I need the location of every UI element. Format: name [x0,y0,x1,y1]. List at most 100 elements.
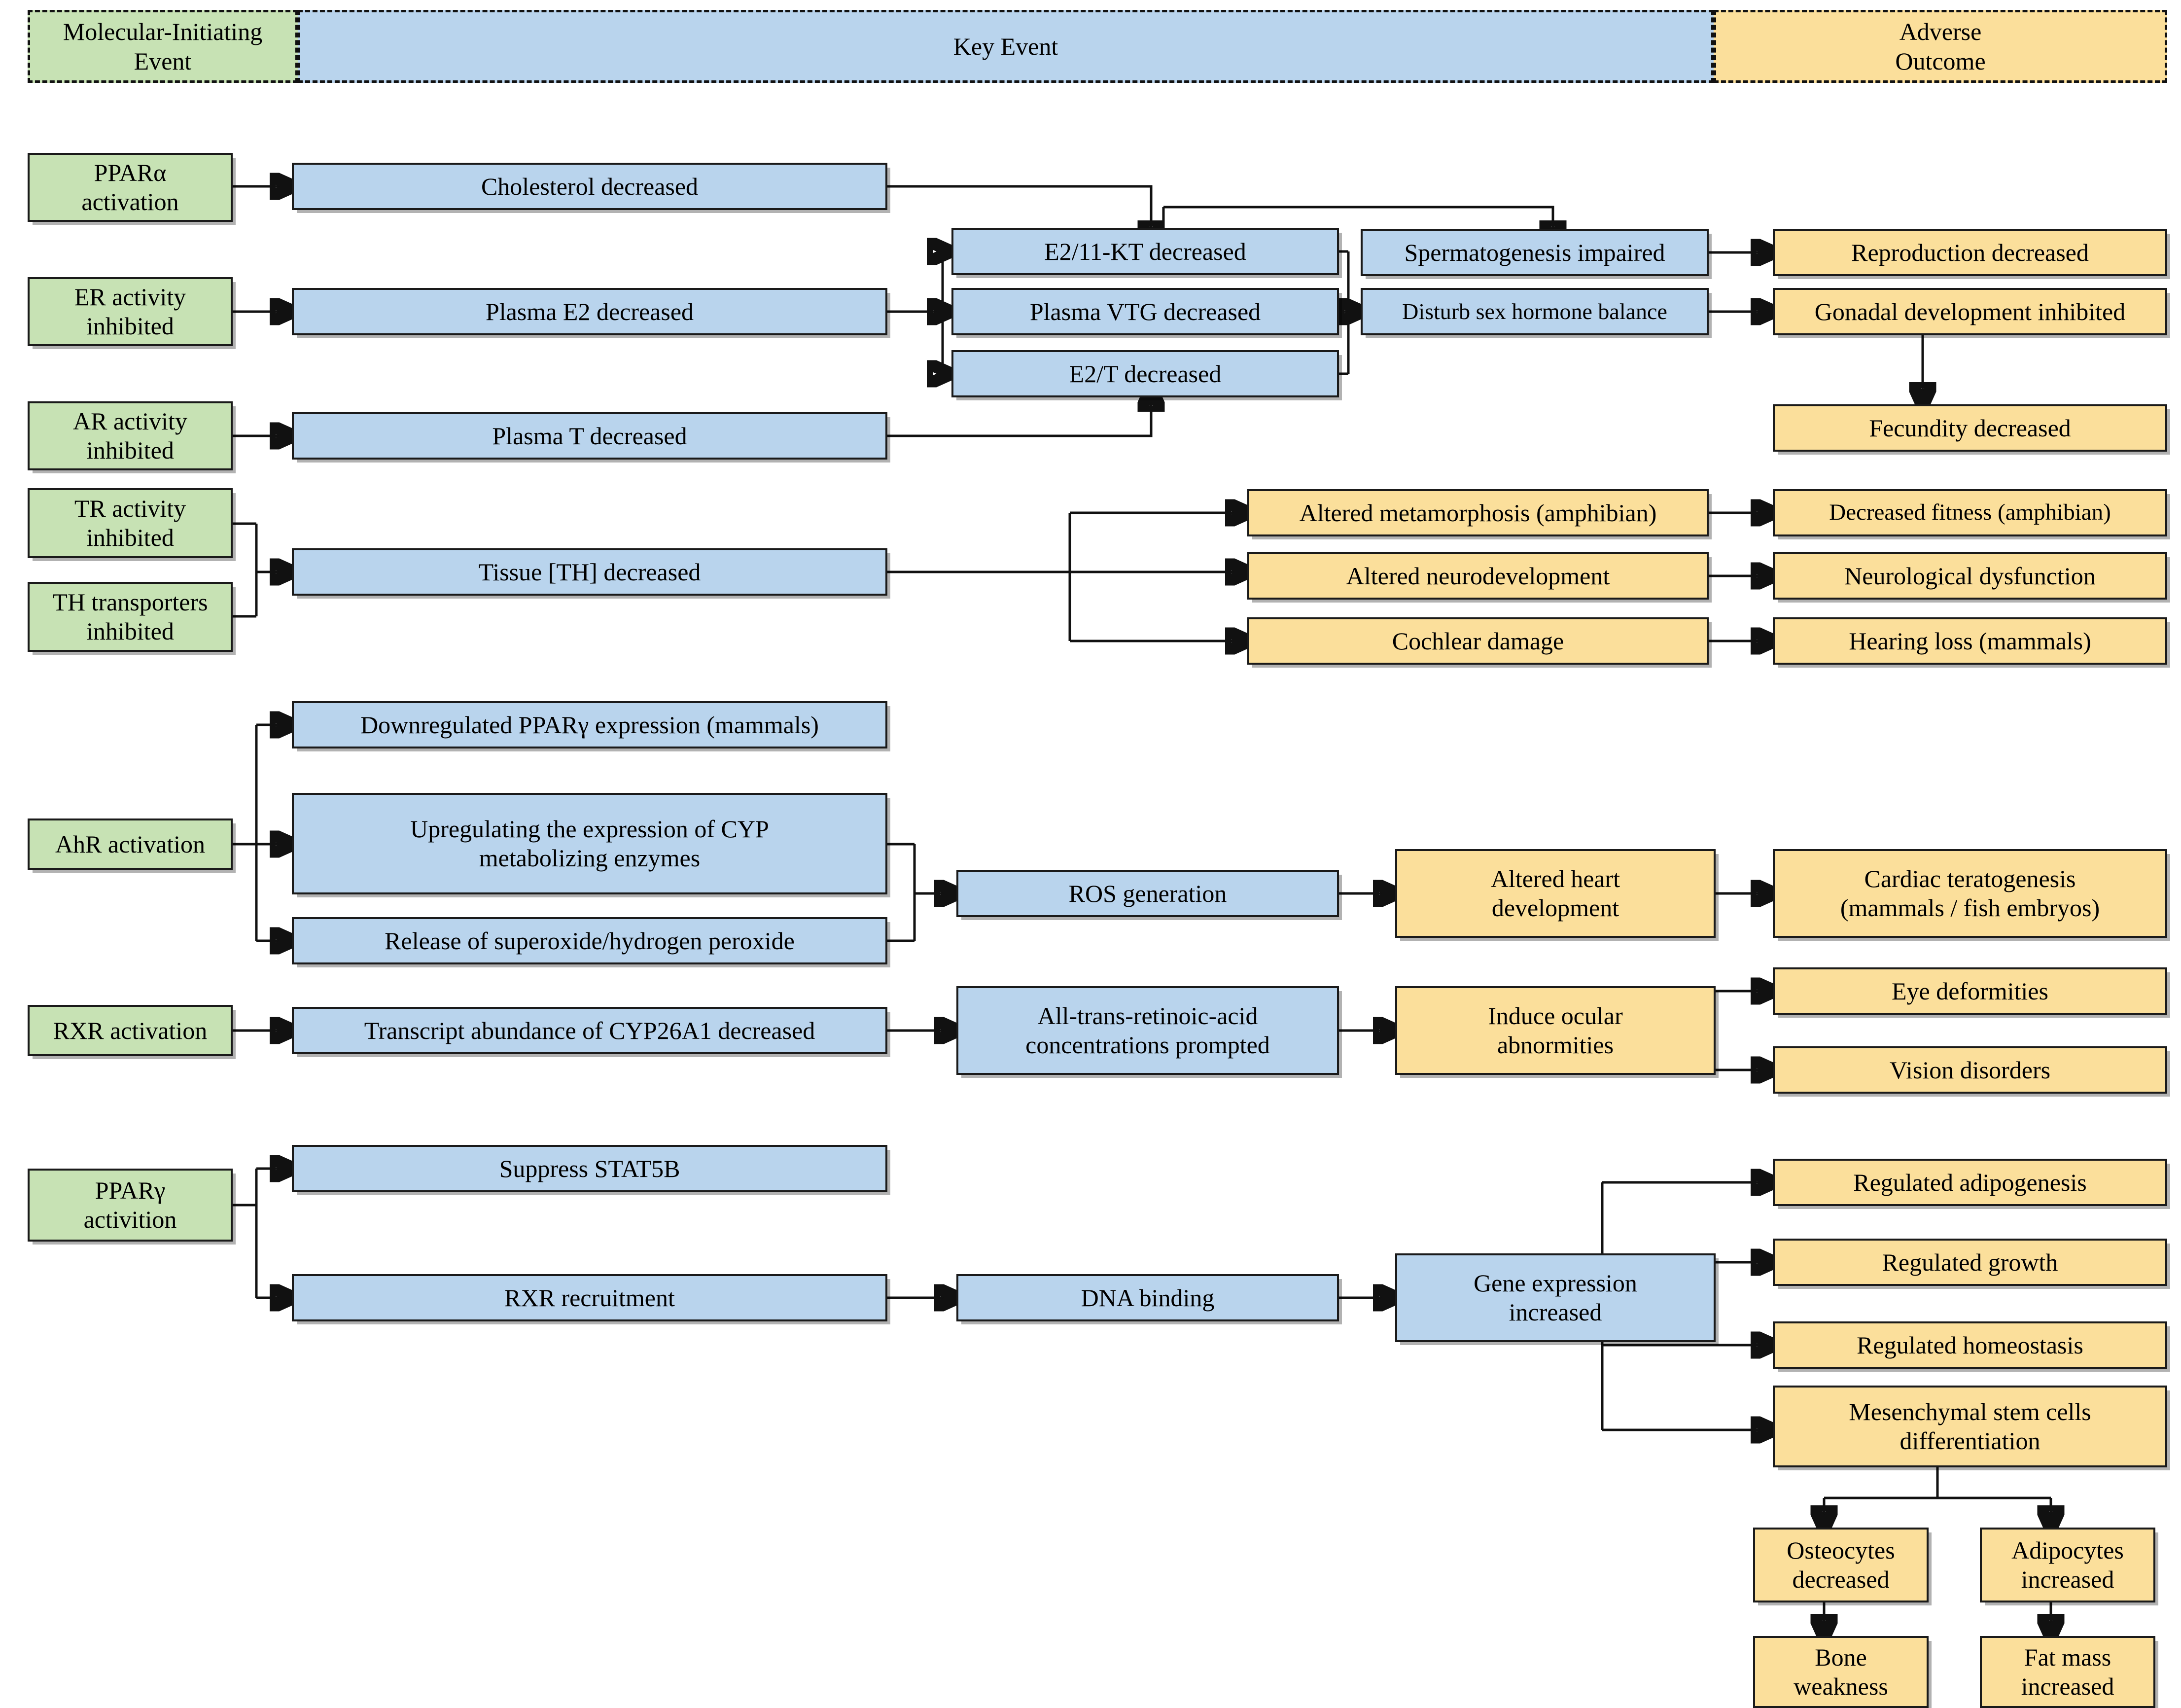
node-label: Plasma E2 decreased [485,297,694,325]
node-label: Spermatogenesis impaired [1404,238,1665,266]
node-label: Plasma T decreased [492,422,687,450]
node-rxr-recruitment[interactable]: RXR recruitment [292,1274,887,1321]
legend-mie-label: Molecular-Initiating Event [63,18,263,75]
node-label: Neurological dysfunction [1844,562,2096,590]
node-label: Reproduction decreased [1851,238,2089,266]
node-label: Induce ocular abnormities [1488,1002,1623,1059]
node-spermatogenesis-impaired[interactable]: Spermatogenesis impaired [1361,229,1709,276]
node-transcript-cyp26a1[interactable]: Transcript abundance of CYP26A1 decrease… [292,1007,887,1054]
node-regulated-homeostasis[interactable]: Regulated homeostasis [1773,1321,2167,1369]
node-th-transporters-inhibited[interactable]: TH transporters inhibited [28,582,233,652]
node-label: ROS generation [1068,879,1227,907]
node-label: Release of superoxide/hydrogen peroxide [385,926,795,955]
node-decreased-fitness[interactable]: Decreased fitness (amphibian) [1773,489,2167,536]
node-e2-t-decreased[interactable]: E2/T decreased [951,350,1339,397]
node-label: Upregulating the expression of CYP metab… [410,815,769,872]
node-label: Regulated homeostasis [1857,1331,2083,1359]
node-label: Gene expression increased [1474,1269,1637,1326]
node-adipocytes-increased[interactable]: Adipocytes increased [1980,1528,2155,1602]
node-er-activity-inhibited[interactable]: ER activity inhibited [28,277,233,346]
node-release-superoxide[interactable]: Release of superoxide/hydrogen peroxide [292,917,887,964]
node-altered-heart-development[interactable]: Altered heart development [1395,849,1716,938]
node-label: DNA binding [1081,1283,1215,1312]
node-eye-deformities[interactable]: Eye deformities [1773,967,2167,1015]
node-plasma-vtg-decreased[interactable]: Plasma VTG decreased [951,288,1339,335]
node-label: E2/11-KT decreased [1044,237,1246,265]
node-label: Mesenchymal stem cells differentiation [1849,1398,2091,1455]
node-label: Fecundity decreased [1869,414,2071,442]
node-label: Transcript abundance of CYP26A1 decrease… [364,1016,815,1044]
node-label: RXR activation [53,1016,208,1044]
node-regulated-adipogenesis[interactable]: Regulated adipogenesis [1773,1159,2167,1206]
node-upregulating-cyp[interactable]: Upregulating the expression of CYP metab… [292,793,887,894]
node-label: Eye deformities [1892,977,2048,1005]
node-label: Suppress STAT5B [499,1154,680,1182]
node-downregulated-pparg-expression[interactable]: Downregulated PPARγ expression (mammals) [292,701,887,748]
node-label: TR activity inhibited [74,495,186,551]
node-label: Downregulated PPARγ expression (mammals) [360,711,819,739]
node-neurological-dysfunction[interactable]: Neurological dysfunction [1773,552,2167,600]
node-label: AR activity inhibited [73,407,187,464]
node-label: AhR activation [55,830,206,858]
node-e2-11kt-decreased[interactable]: E2/11-KT decreased [951,228,1339,275]
node-plasma-t-decreased[interactable]: Plasma T decreased [292,412,887,460]
node-tissue-th-decreased[interactable]: Tissue [TH] decreased [292,548,887,596]
node-ar-activity-inhibited[interactable]: AR activity inhibited [28,401,233,470]
node-label: Disturb sex hormone balance [1402,298,1667,324]
legend-adverse-outcome: Adverse Outcome [1714,10,2167,83]
node-bone-weakness[interactable]: Bone weakness [1753,1636,1929,1708]
node-label: Regulated growth [1882,1248,2058,1276]
node-label: TH transporters inhibited [52,588,208,645]
node-plasma-e2-decreased[interactable]: Plasma E2 decreased [292,288,887,335]
node-osteocytes-decreased[interactable]: Osteocytes decreased [1753,1528,1929,1602]
node-label: ER activity inhibited [74,283,186,340]
node-label: PPARγ activition [83,1176,177,1233]
node-pparg-activition[interactable]: PPARγ activition [28,1169,233,1242]
node-label: Altered heart development [1490,865,1620,922]
node-label: Vision disorders [1889,1056,2051,1084]
node-cardiac-teratogenesis[interactable]: Cardiac teratogenesis (mammals / fish em… [1773,849,2167,938]
node-vision-disorders[interactable]: Vision disorders [1773,1046,2167,1094]
node-regulated-growth[interactable]: Regulated growth [1773,1239,2167,1286]
node-label: PPARα activation [81,159,179,215]
node-hearing-loss[interactable]: Hearing loss (mammals) [1773,617,2167,665]
node-label: Hearing loss (mammals) [1849,627,2091,655]
legend-ke-label: Key Event [953,33,1058,60]
node-label: Adipocytes increased [2011,1536,2124,1593]
node-fat-mass-increased[interactable]: Fat mass increased [1980,1636,2155,1708]
node-cochlear-damage[interactable]: Cochlear damage [1247,617,1709,665]
node-reproduction-decreased[interactable]: Reproduction decreased [1773,229,2167,276]
node-cholesterol-decreased[interactable]: Cholesterol decreased [292,163,887,210]
node-label: Gonadal development inhibited [1814,297,2126,325]
node-induce-ocular-abnormities[interactable]: Induce ocular abnormities [1395,986,1716,1075]
node-label: Cochlear damage [1392,627,1564,655]
node-label: Fat mass increased [2021,1643,2114,1700]
node-ppara-activation[interactable]: PPARα activation [28,153,233,222]
legend-molecular-initiating-event: Molecular-Initiating Event [28,10,298,83]
node-label: E2/T decreased [1069,359,1222,388]
node-gonadal-development-inhibited[interactable]: Gonadal development inhibited [1773,288,2167,335]
node-mesenchymal-stem-cells-differentiation[interactable]: Mesenchymal stem cells differentiation [1773,1386,2167,1467]
legend-ao-label: Adverse Outcome [1895,18,1986,75]
node-gene-expression-increased[interactable]: Gene expression increased [1395,1253,1716,1342]
node-label: Plasma VTG decreased [1029,297,1261,325]
node-label: Altered neurodevelopment [1346,562,1610,590]
node-atra-prompted[interactable]: All-trans-retinoic-acid concentrations p… [956,986,1339,1075]
node-label: RXR recruitment [504,1283,675,1312]
node-altered-metamorphosis[interactable]: Altered metamorphosis (amphibian) [1247,489,1709,536]
node-label: Regulated adipogenesis [1853,1168,2087,1196]
node-ahr-activation[interactable]: AhR activation [28,818,233,870]
node-dna-binding[interactable]: DNA binding [956,1274,1339,1321]
node-tr-activity-inhibited[interactable]: TR activity inhibited [28,488,233,558]
node-disturb-sex-hormone-balance[interactable]: Disturb sex hormone balance [1361,288,1709,335]
node-label: Cholesterol decreased [481,172,699,200]
node-label: Altered metamorphosis (amphibian) [1299,498,1657,527]
node-ros-generation[interactable]: ROS generation [956,870,1339,917]
node-altered-neurodevelopment[interactable]: Altered neurodevelopment [1247,552,1709,600]
node-suppress-stat5b[interactable]: Suppress STAT5B [292,1145,887,1192]
node-label: Decreased fitness (amphibian) [1829,499,2111,526]
node-label: Cardiac teratogenesis (mammals / fish em… [1840,865,2100,922]
node-rxr-activation[interactable]: RXR activation [28,1005,233,1056]
node-fecundity-decreased[interactable]: Fecundity decreased [1773,404,2167,452]
